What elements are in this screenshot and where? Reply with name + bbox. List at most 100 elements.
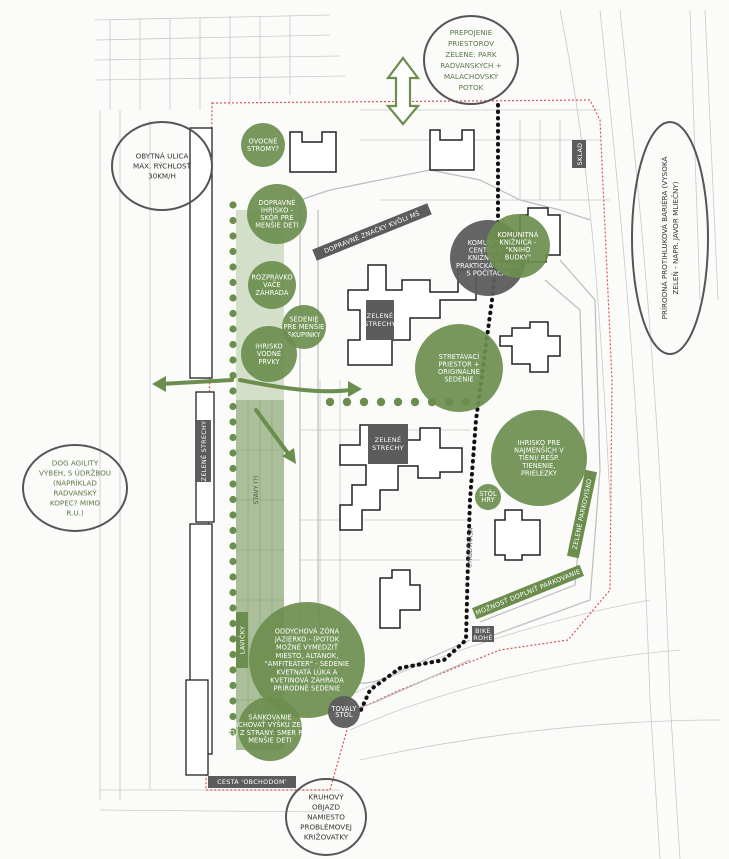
- band-zelene-strechy-2: [368, 424, 408, 464]
- tree-dot: [229, 650, 237, 659]
- circle-ovocne-text: STROMY?: [247, 145, 279, 153]
- tree-dot: [229, 402, 237, 411]
- circle-sankovanie-text: SÁNKOVANIE: [248, 713, 291, 722]
- tree-dot: [229, 201, 237, 209]
- circle-rozpravac-text: ZÁHRADA: [256, 288, 289, 297]
- circle-sedenie-text: SEDENIE: [289, 316, 318, 324]
- tree-dot: [229, 418, 237, 426]
- callout-line: VÝBEH, S ÚDRŽBOU: [39, 469, 111, 478]
- circle-oddychova-text: PRÍRODNÉ SEDENIE: [274, 684, 341, 693]
- callout-line: KOPEC? MIMO: [50, 499, 100, 508]
- callout-line: PROBLÉMOVEJ: [300, 823, 352, 832]
- tree-dot: [229, 588, 237, 597]
- tree-dot: [229, 340, 237, 349]
- tree-dot: [229, 495, 237, 504]
- svg-text:STRECHY: STRECHY: [372, 444, 404, 452]
- circle-najmensi-text: NAJMENŠÍCH V: [514, 446, 564, 455]
- callout-line: PRÍRODNÁ PROTIHLUKOVÁ BARIÉRA (VYSOKÁ: [660, 157, 669, 320]
- tree-dot: [393, 397, 403, 407]
- stavy-label: STAVY (?): [253, 475, 260, 504]
- tree-dots: [229, 201, 471, 736]
- callout-bottom-ring: [285, 778, 367, 856]
- circle-stretavaci-text: PRIESTOR +: [438, 360, 479, 368]
- tree-dot: [410, 397, 420, 407]
- circle-najmensi-text: IHRISKO PRE: [518, 439, 561, 447]
- band-dopravne-znacky: DOPRAVNÉ ZNAČKY KVÔLI MŠ: [312, 203, 432, 261]
- site-boundary: [205, 99, 613, 791]
- circle-stretavaci-text: STRETÁVACÍ: [439, 352, 480, 361]
- tree-dot: [229, 681, 237, 690]
- callout-line: ZELEŇ - NAPR. JAVOR MLIEČNY): [671, 181, 680, 294]
- tree-dot: [229, 433, 237, 442]
- callout-line: ZELENE: PARK: [445, 50, 496, 59]
- circle-dopravne-text: SKÔR PRE: [260, 213, 294, 222]
- circle-rozpravac-text: VAČE: [263, 280, 281, 289]
- callouts: [22, 15, 709, 856]
- tree-dot: [229, 464, 237, 473]
- circle-ovocne-text: OVOCNÉ: [249, 136, 278, 145]
- tree-dot: [229, 371, 237, 380]
- callout-line: MALACHOVSKÝ: [444, 72, 499, 81]
- callout-bottom-text: KRUHOVÝOBJAZDNAMIESTOPROBLÉMOVEJKRIŽOVAT…: [300, 793, 352, 842]
- callout-left-top-ring: [111, 121, 213, 211]
- cyclotrack-label: CYKLOTRASA: [466, 527, 474, 568]
- circle-sedenie-text: SKUPINKY: [288, 331, 322, 339]
- svg-text:DOPRAVNÉ ZNAČKY KVÔLI MŠ: DOPRAVNÉ ZNAČKY KVÔLI MŠ: [323, 208, 422, 255]
- circle-knizobudky-disc: [486, 214, 550, 278]
- tree-dot: [229, 635, 237, 643]
- callout-line: PRIESTOROV: [448, 39, 494, 48]
- tree-dot: [229, 619, 237, 628]
- band-cesta-obchod: [208, 776, 296, 788]
- circle-tovaly-disc: [328, 696, 360, 728]
- circle-oddychova-text: "AMFITEÁTER" - SEDENIE: [265, 659, 349, 668]
- circle-sankovanie-text: TU Z STRANY: SMER PRE: [228, 729, 312, 737]
- callout-line: NAMIESTO: [307, 813, 345, 822]
- callout-line: DOG AGILITY: [52, 459, 99, 468]
- tree-dot: [359, 397, 369, 407]
- circle-sedenie-text: PRE MENŠIE: [284, 322, 325, 331]
- svg-text:BIKE: BIKE: [475, 627, 491, 635]
- tree-dot: [229, 232, 237, 240]
- svg-text:ZELENÉ: ZELENÉ: [375, 435, 402, 444]
- band-zelene-strechy-vertical-label: ZELENÉ STRECHY: [199, 421, 208, 482]
- circle-dopravne-disc: [247, 184, 307, 244]
- tree-dot: [229, 263, 237, 271]
- circle-knizobudky-text: BUDKY": [505, 254, 531, 262]
- circle-stretavaci-disc: [415, 324, 503, 412]
- callout-line: OBJAZD: [312, 803, 340, 812]
- svg-text:LAVIČKY: LAVIČKY: [238, 626, 247, 654]
- band-lavicky: LAVIČKY: [236, 612, 248, 668]
- circle-vodne-text: PRVKY: [258, 358, 280, 366]
- circle-sankovanie-text: ZACHOVAŤ VÝŠKU ZEME: [229, 720, 311, 729]
- callout-line: KRUHOVÝ: [308, 793, 344, 802]
- cyclotrack-path: [358, 103, 500, 714]
- circle-oddychova-text: KVETINOVÁ ZÁHRADA: [270, 676, 344, 685]
- circle-stol-disc: [475, 484, 501, 510]
- tree-dot: [325, 397, 335, 407]
- tree-dot: [229, 511, 237, 519]
- callout-line: POTOK: [459, 83, 484, 92]
- circle-vodne-text: IHRISKO: [255, 343, 282, 351]
- tree-dot: [229, 278, 237, 287]
- circle-stretavaci-text: ORIGINÁLNE: [438, 367, 480, 376]
- circle-oddychova-text: MIESTO, ALTÁNOK,: [276, 651, 339, 660]
- tree-dot: [376, 397, 386, 407]
- tree-dot: [229, 294, 237, 302]
- green-arrows: [152, 376, 362, 464]
- tree-dot: [229, 247, 237, 256]
- circle-komunitne-text: PRAKTICKÁ DIELŇA: [456, 261, 520, 270]
- svg-text:STRECHY: STRECHY: [364, 320, 396, 328]
- circle-stol-text: STÔL: [479, 489, 497, 498]
- band-moznost-parkovania: MOŽNOSŤ DOPLNIŤ PARKOVANIE: [471, 564, 585, 620]
- circle-komunitne-text: KNIŽNICA +: [468, 253, 508, 262]
